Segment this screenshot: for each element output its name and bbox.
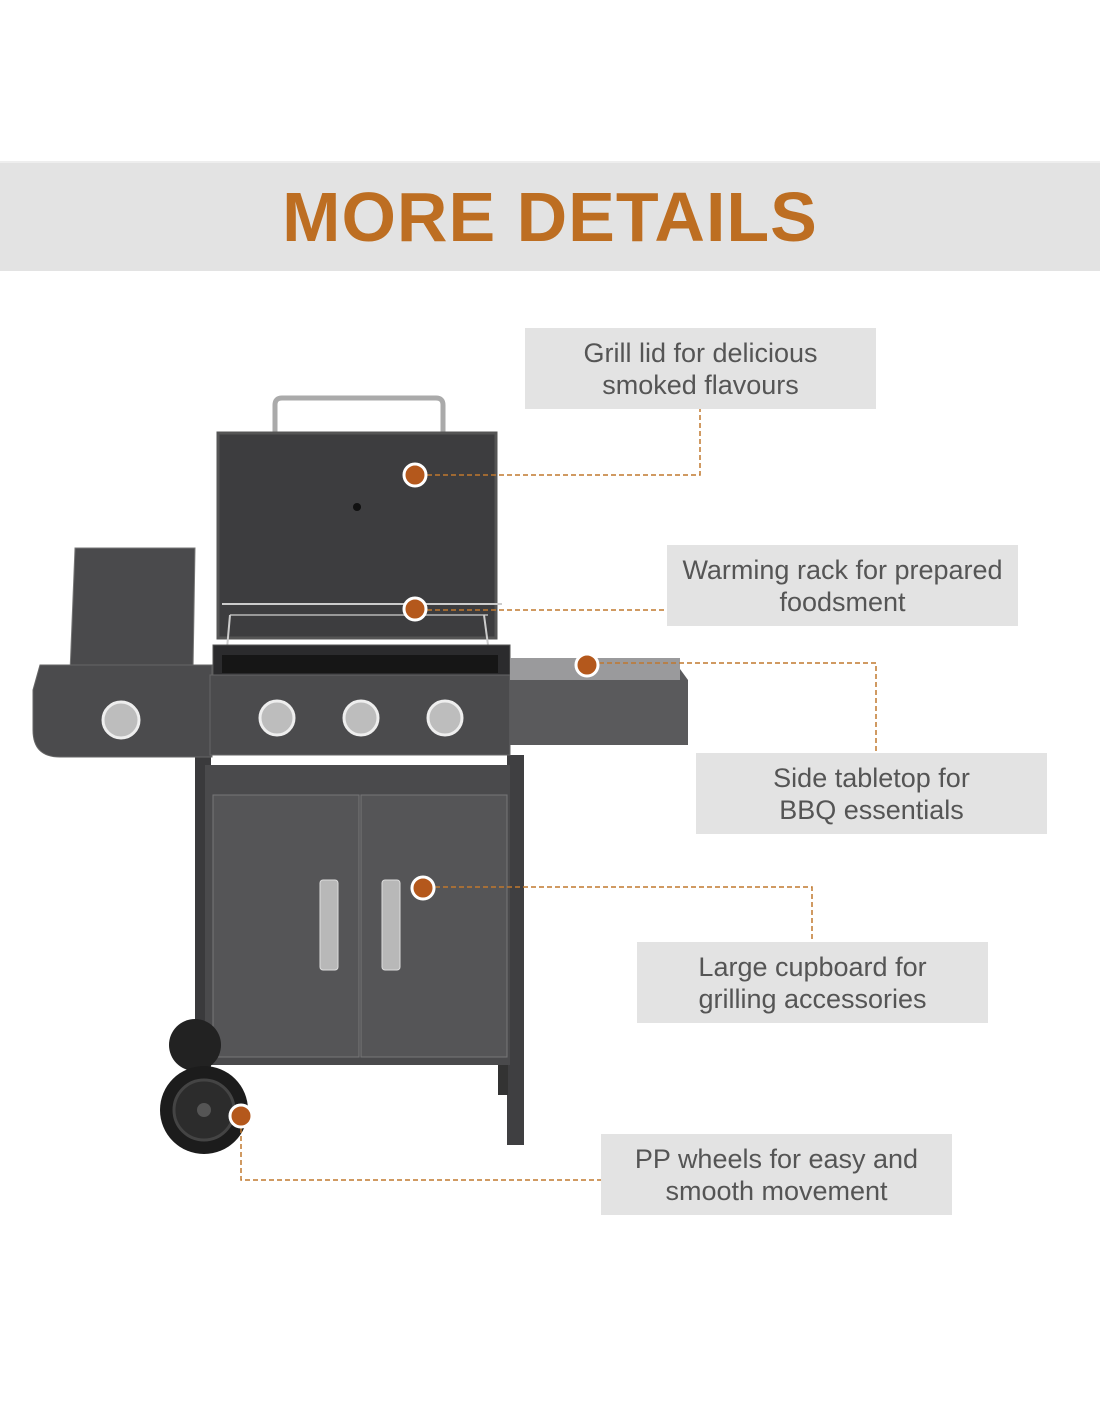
callout-wheels: PP wheels for easy and smooth movement	[601, 1134, 952, 1215]
cooking-grate	[222, 655, 498, 673]
page-title: MORE DETAILS	[282, 178, 818, 256]
header-banner: MORE DETAILS	[0, 161, 1100, 271]
side-burner-lid	[69, 547, 196, 673]
callout-warming-rack: Warming rack for prepared foodsment	[667, 545, 1018, 626]
marker-dot-wheels	[228, 1103, 254, 1129]
callout-text: Grill lid for delicious	[583, 337, 818, 368]
knob	[426, 699, 464, 737]
callout-text: Warming rack for prepared	[682, 554, 1003, 585]
callout-side-tabletop: Side tabletop for BBQ essentials	[696, 753, 1047, 834]
marker-dot-tabletop	[574, 652, 600, 678]
marker-dot-rack	[402, 596, 428, 622]
rear-wheel	[169, 1019, 221, 1071]
callout-grill-lid: Grill lid for delicious smoked flavours	[525, 328, 876, 409]
callout-text: foodsment	[779, 586, 906, 617]
callout-cupboard: Large cupboard for grilling accessories	[637, 942, 988, 1023]
callout-text: grilling accessories	[698, 983, 927, 1014]
knob	[342, 699, 380, 737]
marker-dot-lid	[402, 462, 428, 488]
callout-text: BBQ essentials	[779, 794, 964, 825]
leader-lines	[240, 409, 877, 1181]
door-handle	[381, 879, 401, 971]
callout-text: smoked flavours	[602, 369, 799, 400]
lid-handle	[272, 395, 446, 433]
callout-text: Large cupboard for	[698, 951, 927, 982]
marker-dot-cupboard	[410, 875, 436, 901]
knob	[258, 699, 296, 737]
grill-lid	[216, 431, 498, 640]
door-handle	[319, 879, 339, 971]
callout-text: smooth movement	[665, 1175, 888, 1206]
knob	[101, 700, 141, 740]
callout-text: Side tabletop for	[773, 762, 970, 793]
callout-text: PP wheels for easy and	[634, 1143, 919, 1174]
